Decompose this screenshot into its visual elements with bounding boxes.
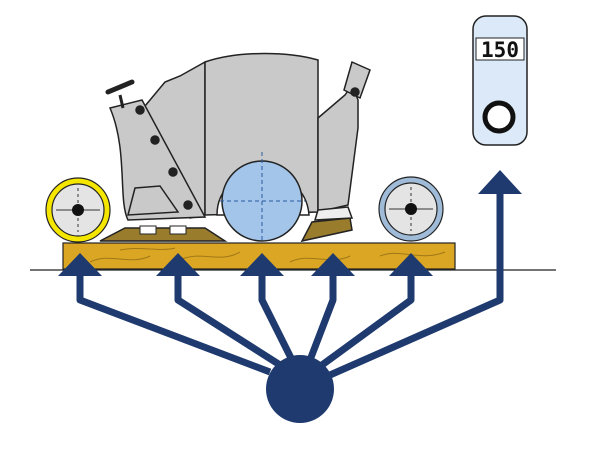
arrow-line-display (328, 190, 504, 379)
arrow-line-4 (306, 268, 337, 362)
machine-front-lever (343, 60, 371, 100)
depth-knob (105, 79, 135, 95)
arrow-head-display (478, 170, 522, 194)
rear-shoe (99, 227, 228, 242)
source-node (266, 355, 334, 423)
front-roller (45, 177, 111, 243)
arrow-head-2 (156, 253, 200, 276)
arrow-head-4 (311, 253, 355, 276)
arrow-head-1 (58, 253, 102, 276)
pivot-dot (350, 87, 360, 97)
machine-front-housing (317, 83, 359, 213)
force-arrows (58, 170, 522, 423)
display-value: 150 (481, 38, 519, 62)
rear-roller (378, 176, 444, 242)
arrow-line-1 (76, 268, 272, 376)
display-ring-icon (482, 100, 516, 134)
arrow-line-3 (258, 268, 296, 362)
arrow-head-3 (240, 253, 284, 276)
front-shoe (300, 217, 353, 243)
depth-display: 150 (472, 15, 528, 146)
handle-window (127, 185, 180, 216)
arrow-line-2 (174, 268, 282, 368)
cutter-head (220, 152, 305, 242)
arrow-line-5 (319, 268, 415, 368)
arrow-head-5 (389, 253, 433, 276)
